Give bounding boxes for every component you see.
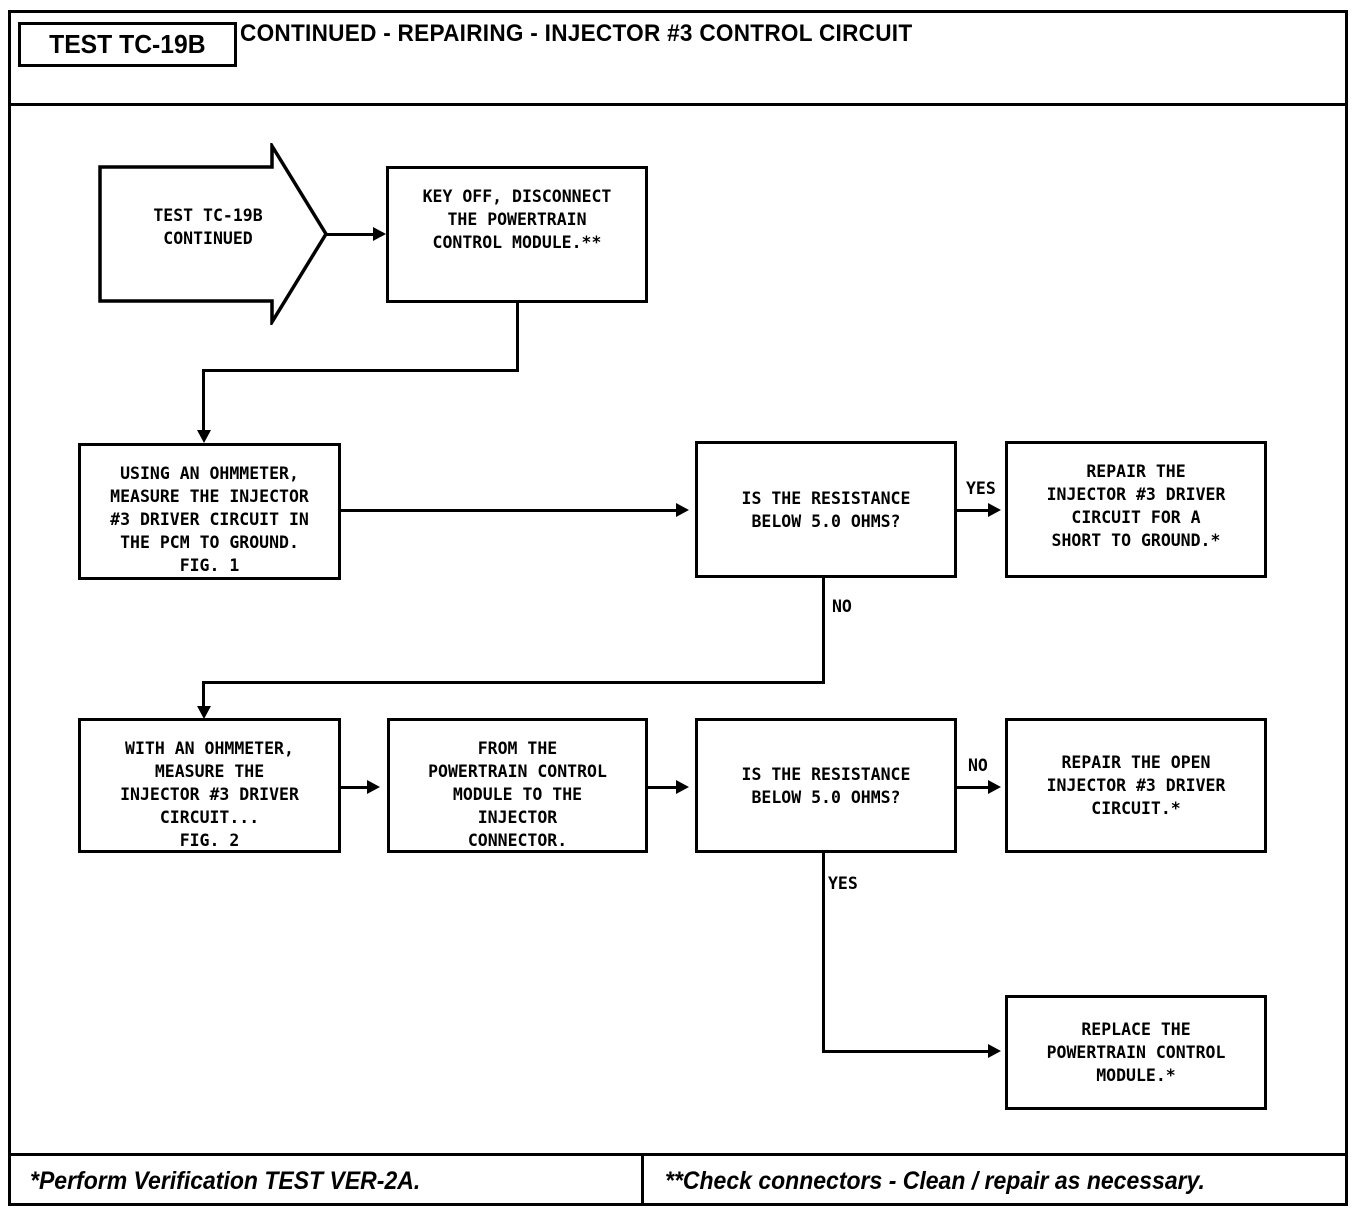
footer-band: [8, 1153, 1348, 1206]
test-id-box: TEST TC-19B: [18, 22, 237, 67]
connector-decision2-no: [957, 786, 992, 789]
node-replace-pcm: REPLACE THE POWERTRAIN CONTROL MODULE.*: [1005, 995, 1267, 1110]
connector-keyoff-left: [202, 369, 519, 372]
edge-label-yes-1: YES: [966, 479, 996, 498]
arrowhead-keyoff-to-measure: [197, 430, 211, 443]
test-id-label: TEST TC-19B: [49, 29, 206, 59]
node-key-off-disconnect-pcm: KEY OFF, DISCONNECT THE POWERTRAIN CONTR…: [386, 166, 648, 303]
node-decision-resistance-2-label: IS THE RESISTANCE BELOW 5.0 OHMS?: [741, 764, 911, 807]
node-decision-resistance-1-label: IS THE RESISTANCE BELOW 5.0 OHMS?: [741, 488, 911, 531]
connector-decision2-yes-down: [822, 853, 825, 1053]
footer-note-verification: *Perform Verification TEST VER-2A.: [30, 1167, 421, 1195]
start-node-test-continued: TEST TC-19B CONTINUED: [97, 143, 329, 325]
edge-label-no-1: NO: [832, 597, 852, 616]
node-measure-open-circuit-label: WITH AN OHMMETER, MEASURE THE INJECTOR #…: [120, 739, 299, 850]
node-from-pcm-to-injector-label: FROM THE POWERTRAIN CONTROL MODULE TO TH…: [428, 739, 607, 850]
node-repair-short-to-ground-label: REPAIR THE INJECTOR #3 DRIVER CIRCUIT FO…: [1046, 462, 1226, 550]
node-measure-to-ground-label: USING AN OHMMETER, MEASURE THE INJECTOR …: [110, 464, 309, 575]
node-measure-to-ground: USING AN OHMMETER, MEASURE THE INJECTOR …: [78, 443, 341, 580]
page-title: CONTINUED - REPAIRING - INJECTOR #3 CONT…: [240, 20, 913, 47]
node-replace-pcm-label: REPLACE THE POWERTRAIN CONTROL MODULE.*: [1046, 1020, 1226, 1085]
arrowhead-start-to-keyoff: [373, 227, 386, 241]
pentagon-shape: [98, 143, 329, 325]
arrowhead-frompcm-to-decision2: [676, 780, 689, 794]
footer-note-connectors: **Check connectors - Clean / repair as n…: [665, 1167, 1205, 1195]
footer-divider: [641, 1156, 644, 1206]
arrowhead-decision2-no: [988, 780, 1001, 794]
page-border: [8, 10, 1348, 1206]
node-decision-resistance-1: IS THE RESISTANCE BELOW 5.0 OHMS?: [695, 441, 957, 578]
node-repair-open-circuit: REPAIR THE OPEN INJECTOR #3 DRIVER CIRCU…: [1005, 718, 1267, 853]
header-band: TEST TC-19B: [8, 10, 1348, 106]
connector-decision1-no-left: [202, 681, 825, 684]
node-repair-open-circuit-label: REPAIR THE OPEN INJECTOR #3 DRIVER CIRCU…: [1046, 753, 1226, 818]
connector-measure2-to-frompcm: [341, 786, 370, 789]
connector-decision1-yes: [957, 509, 992, 512]
connector-measure-to-decision1: [341, 509, 678, 512]
arrowhead-measure2-to-frompcm: [367, 780, 380, 794]
node-key-off-label: KEY OFF, DISCONNECT THE POWERTRAIN CONTR…: [422, 187, 612, 252]
connector-decision1-no-down: [822, 578, 825, 684]
connector-keyoff-to-measure: [202, 369, 205, 435]
arrowhead-measure-to-decision1: [676, 503, 689, 517]
arrowhead-decision1-yes: [988, 503, 1001, 517]
start-node-label: TEST TC-19B CONTINUED: [153, 206, 263, 248]
node-measure-open-circuit: WITH AN OHMMETER, MEASURE THE INJECTOR #…: [78, 718, 341, 853]
node-from-pcm-to-injector: FROM THE POWERTRAIN CONTROL MODULE TO TH…: [387, 718, 648, 853]
edge-label-yes-2: YES: [828, 874, 858, 893]
connector-frompcm-to-decision2: [648, 786, 678, 789]
connector-keyoff-down: [516, 302, 519, 372]
edge-label-no-2: NO: [968, 756, 988, 775]
node-decision-resistance-2: IS THE RESISTANCE BELOW 5.0 OHMS?: [695, 718, 957, 853]
connector-decision2-yes-right: [822, 1050, 992, 1053]
arrowhead-decision2-yes: [988, 1044, 1001, 1058]
node-repair-short-to-ground: REPAIR THE INJECTOR #3 DRIVER CIRCUIT FO…: [1005, 441, 1267, 578]
connector-decision1-no-to-measure2: [202, 681, 205, 711]
connector-start-to-keyoff: [326, 233, 378, 236]
arrowhead-decision1-no-to-measure2: [197, 706, 211, 719]
